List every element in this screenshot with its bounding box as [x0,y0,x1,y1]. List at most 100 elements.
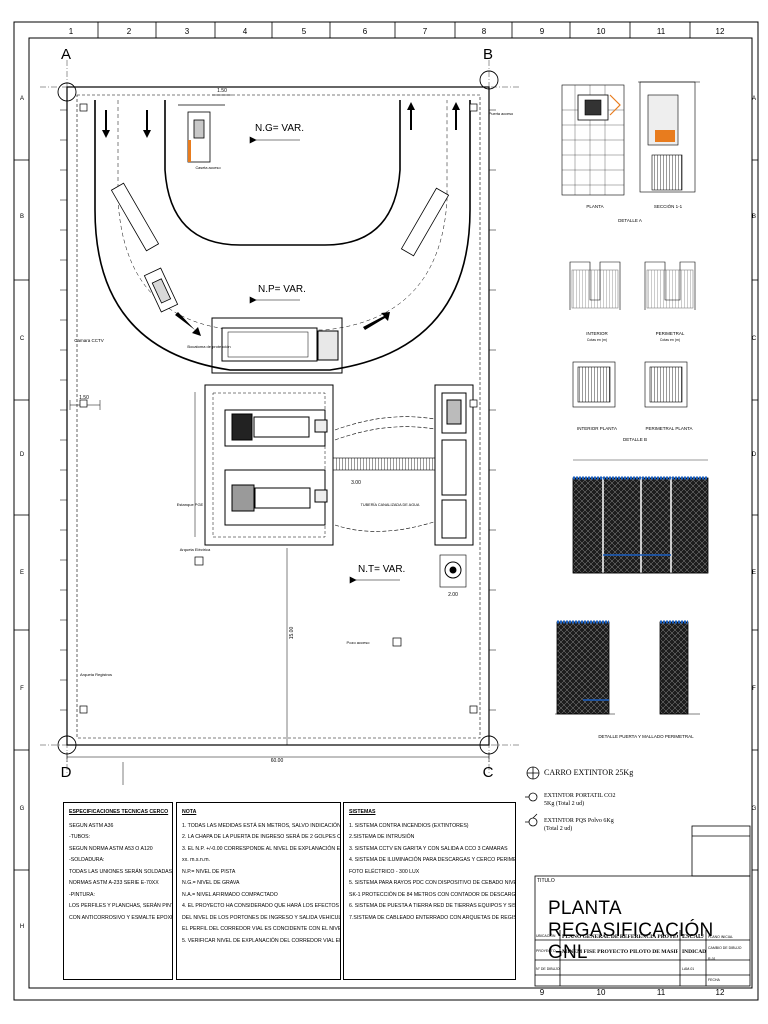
fence-mesh-elevation [572,459,709,574]
dim-top-small: 1.50 [217,88,227,94]
nota-line: N.A.= NIVEL AFIRMADO COMPACTADO [182,891,278,898]
nota-line: EL PERFIL DEL CORREDOR VIAL ES CONCIDENT… [182,926,341,932]
regasification-pad [204,384,334,546]
nota-title: NOTA [182,809,197,815]
grid-row-a: A [19,96,24,102]
grid-bottom-11: 11 [656,988,666,997]
grid-row-h: H [19,924,25,930]
grid-col-1: 1 [68,27,74,36]
titulo-label: TÍTULO [537,878,555,884]
spec-line: -SOLDADURA: [69,857,105,863]
spec-line: CON ANTICORROSIVO Y ESMALTE EPOXICO [69,914,173,921]
level-nt: N.T= VAR. [358,564,406,575]
label-puerta: Puerta acceso [488,112,514,116]
legend-cart: CARRO EXTINTOR 25Kg [544,768,634,777]
nota-line: 1. TODAS LAS MEDIDAS ESTÁ EN METROS, SAL… [182,822,341,829]
plano-value: PLANO GENERAL DE REFERENCIA PROYECTOS [562,934,678,940]
sistema-line: FOTO ELÉCTRICO - 300 LUX [349,868,420,875]
label-cotas-2: Cotas en (m) [659,338,681,342]
sistema-line: 4. SISTEMA DE ILUMINACIÓN PARA DESCARGAS… [349,857,515,863]
proyecto-label: PROYECTO [536,949,556,953]
dim-total: 60.00 [270,758,284,764]
grid-row-b: B [19,214,24,220]
grid-col-9: 9 [539,27,545,36]
grid-row-d-right: D [751,452,757,458]
grid-col-3: 3 [184,27,190,36]
label-pozo: Pozo acceso [346,640,370,645]
nota-line: DEL NIVEL DE LOS PORTONES DE INGRESO Y S… [182,914,341,921]
nota-line: 2. LA CHAPA DE LA PUERTA DE INGRESO SERÁ… [182,834,341,840]
grid-col-5: 5 [301,27,307,36]
legend-pqs: EXTINTOR PQS Polvo 6Kg (Total 2 ud) [544,818,614,832]
label-cotas-1: Cotas en (m) [586,338,608,342]
top-grid-ticks [97,22,691,38]
nota-line: 3. EL N.P. +/-0.00 CORRESPONDE AL NIVEL … [182,845,341,852]
gate-detail [555,620,700,715]
label-tuberia: TUBERÍA CANALIZADA DE AGUA [360,503,420,507]
pipe-rack [332,416,444,532]
corner-label-b: B [482,46,493,63]
rev-cambio: CAMBIO DE DIBUJO [708,946,742,950]
legend-symbols [525,766,540,827]
dim-height: 15.00 [289,626,295,640]
nro-dibujo-label: N° DE DIBUJO [536,967,560,971]
grid-bottom-10: 10 [596,988,606,997]
rev-lam: LAM-01 [682,967,695,971]
grid-row-c-right: C [751,336,757,342]
proyecto-value: MINEM FISE PROYECTO PILOTO DE MASIFICACI… [562,949,678,955]
grid-row-g: G [19,806,25,812]
level-np: N.P= VAR. [258,284,306,295]
grid-col-11: 11 [656,27,666,36]
grid-col-7: 7 [422,27,428,36]
detail-b-drawings [569,261,696,408]
detail-a-drawings [561,81,700,196]
guard-booth [178,104,225,163]
grid-row-d: D [19,452,25,458]
sistema-line: 6. SISTEMA DE PUESTA A TIERRA RED DE TIE… [349,903,516,909]
rev-plano-inicial: PLANO INICIAL [708,935,734,939]
spec-line: -PINTURA: [69,891,95,898]
label-seccion: SECCIÓN 1-1 [653,204,683,209]
label-detalle-puerta: DETALLE PUERTA Y MALLADO PERIMETRAL [598,734,694,739]
nota-line: 4. EL PROYECTO HA CONSIDERADO QUE HARÁ L… [182,903,340,909]
grid-row-b-right: B [751,214,756,220]
grid-row-f: F [20,686,24,692]
spec-line: TODAS LAS UNIONES SERÁN SOLDADAS SEGUN [69,868,173,875]
sistema-line: 1. SISTEMA CONTRA INCENDIOS (EXTINTORES) [349,822,469,829]
dim-bottom-small: 2.00 [448,592,458,598]
rev-r01: R-01 [708,957,716,961]
label-arqueta-reg: Arqueta Registros [79,672,112,677]
grid-col-2: 2 [126,27,132,36]
corner-label-c: C [482,764,494,781]
spec-line: LOS PERFILES Y PLANCHAS, SERÁN PINTADOS [69,903,173,909]
sistemas-title: SISTEMAS [349,809,376,815]
nota-line: xx. m.s.n.m. [182,857,210,863]
nota-line: N.G.= NIVEL DE GRAVA [182,880,240,886]
grid-col-4: 4 [242,27,248,36]
corner-label-d: D [60,764,72,781]
sheet-inner-border [28,37,753,989]
truck-bay-top [211,317,343,374]
grid-row-f-right: F [752,686,756,692]
grid-col-8: 8 [481,27,487,36]
rev-fecha: FECHA [708,978,720,982]
label-camara: Camara CCTV [74,338,104,343]
plano-label: UBICACIÓN [536,934,556,938]
grid-row-c: C [19,336,25,342]
grid-col-12: 12 [715,27,725,36]
side-grid-ticks [14,159,758,871]
sistema-line: 2.SISTEMA DE INTRUSIÓN [349,834,415,840]
drawing-title: PLANTA REGASIFICACIÓN GNL [548,898,714,963]
notes-nota: NOTA 1. TODAS LAS MEDIDAS ESTÁ EN METROS… [176,802,341,980]
spec-line: SEGUN NORMA ASTM A53 O A120 [69,845,153,852]
access-road-inner [164,100,401,246]
escala-value: INDICADA [682,949,706,955]
access-road-outer [94,100,471,371]
nota-line: 5. VERIFICAR NIVEL DE EXPLANACIÓN DEL CO… [182,937,340,944]
grid-col-6: 6 [362,27,368,36]
corner-label-a: A [60,46,71,63]
corner-marker-b [479,70,499,90]
sistema-line: 3. SISTEMA CCTV EN GARITA Y CON SALIDA A… [349,845,508,852]
control-building [434,384,474,588]
sheet-outer-border [13,21,759,1001]
